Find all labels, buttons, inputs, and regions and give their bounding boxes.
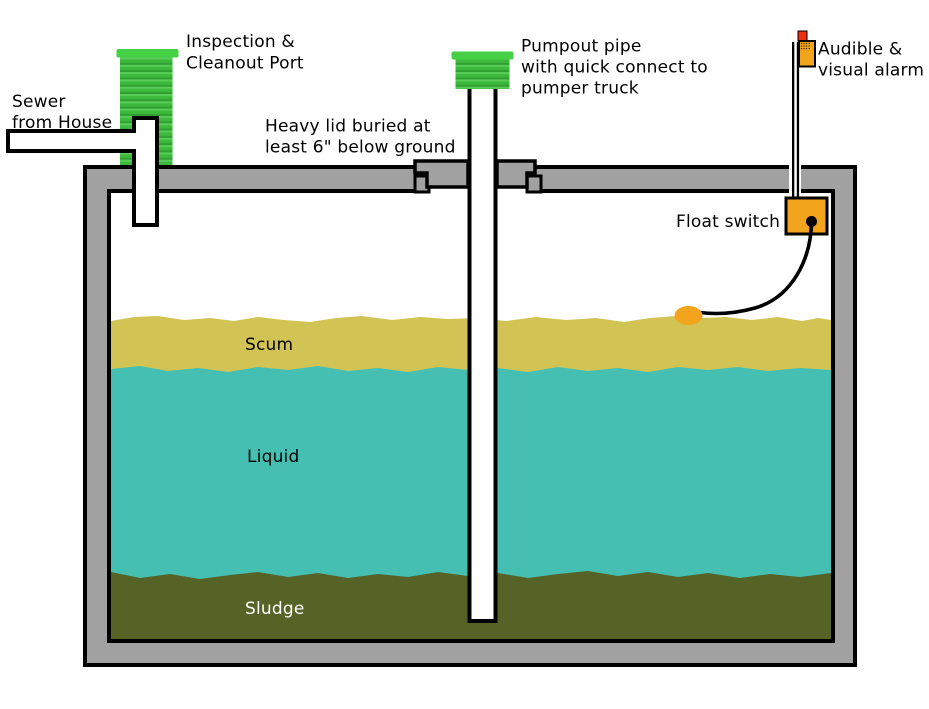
inlet-assembly — [6, 116, 159, 227]
label-inspection-line2: Cleanout Port — [186, 54, 304, 74]
inspection-pipe-cap — [116, 49, 179, 58]
alarm-conduit-line-left — [792, 42, 795, 198]
float-switch-assembly — [674, 196, 829, 325]
diagram-labels: Sewer from House Inspection & Cleanout P… — [12, 32, 924, 619]
alarm-assembly — [792, 30, 816, 198]
alarm-speaker-grille — [800, 42, 810, 51]
float-switch-box — [784, 196, 829, 236]
inlet-riser-bore — [136, 120, 155, 223]
float-cable — [699, 221, 814, 316]
label-inspection-line1: Inspection & — [186, 32, 295, 52]
label-pumpout-line2: with quick connect to — [521, 58, 708, 78]
label-pumpout-line3: pumper truck — [521, 79, 639, 99]
label-sludge: Sludge — [245, 599, 305, 619]
cable-anchor-dot — [806, 216, 817, 227]
alarm-conduit-line-right — [796, 42, 800, 198]
label-alarm-line1: Audible & — [818, 40, 902, 60]
alarm-beacon-light — [797, 30, 808, 42]
label-sewer-line2: from House — [12, 113, 112, 133]
label-pumpout-line1: Pumpout pipe — [521, 37, 642, 57]
sewer-pipe-bore — [10, 133, 137, 149]
pumpout-pipe-assembly — [451, 51, 514, 623]
label-sewer-line1: Sewer — [12, 92, 66, 112]
quick-connect-cap — [451, 51, 514, 60]
label-liquid: Liquid — [247, 447, 299, 467]
hatch-lip-right — [525, 174, 543, 194]
float-bulb — [674, 306, 703, 325]
label-scum: Scum — [245, 335, 293, 355]
pumpout-pipe-bore — [471, 87, 494, 619]
quick-connect-body — [455, 59, 510, 89]
label-heavy-lid-line1: Heavy lid buried at — [265, 117, 431, 137]
label-heavy-lid-line2: least 6" below ground — [265, 138, 456, 158]
label-alarm-line2: visual alarm — [818, 61, 924, 81]
label-float-switch: Float switch — [676, 212, 780, 232]
conduit-slot — [789, 163, 801, 197]
